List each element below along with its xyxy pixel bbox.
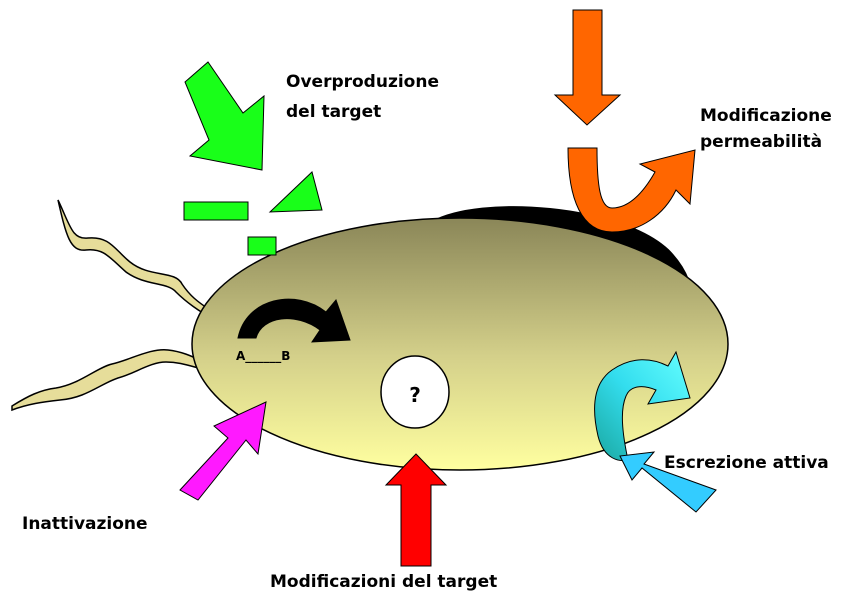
overproduction-label-line2: del target xyxy=(286,100,381,124)
target-shape-bar xyxy=(184,202,248,220)
cell-body-ellipse xyxy=(192,218,728,470)
flagellum-icon xyxy=(12,350,206,410)
inactivation-label: Inattivazione xyxy=(22,512,148,536)
inactivation-arrow-icon xyxy=(180,402,266,500)
permeability-u-arrow-icon xyxy=(568,148,695,232)
overproduction-label-line1: Overproduzione xyxy=(286,70,439,94)
active-excretion-label: Escrezione attiva xyxy=(664,451,829,475)
unknown-mark: ? xyxy=(409,383,421,407)
permeability-label-line2: permeabilità xyxy=(700,130,822,154)
target-modification-label: Modificazioni del target xyxy=(270,570,497,594)
target-modification-arrow-icon xyxy=(386,454,446,566)
reaction-label: A______B xyxy=(236,349,290,364)
target-shape-square xyxy=(248,237,276,255)
permeability-down-arrow-icon xyxy=(555,10,620,125)
target-overproduction-arrow-icon xyxy=(185,62,264,170)
permeability-label-line1: Modificazione xyxy=(700,104,832,128)
target-shape-triangle xyxy=(270,172,322,212)
